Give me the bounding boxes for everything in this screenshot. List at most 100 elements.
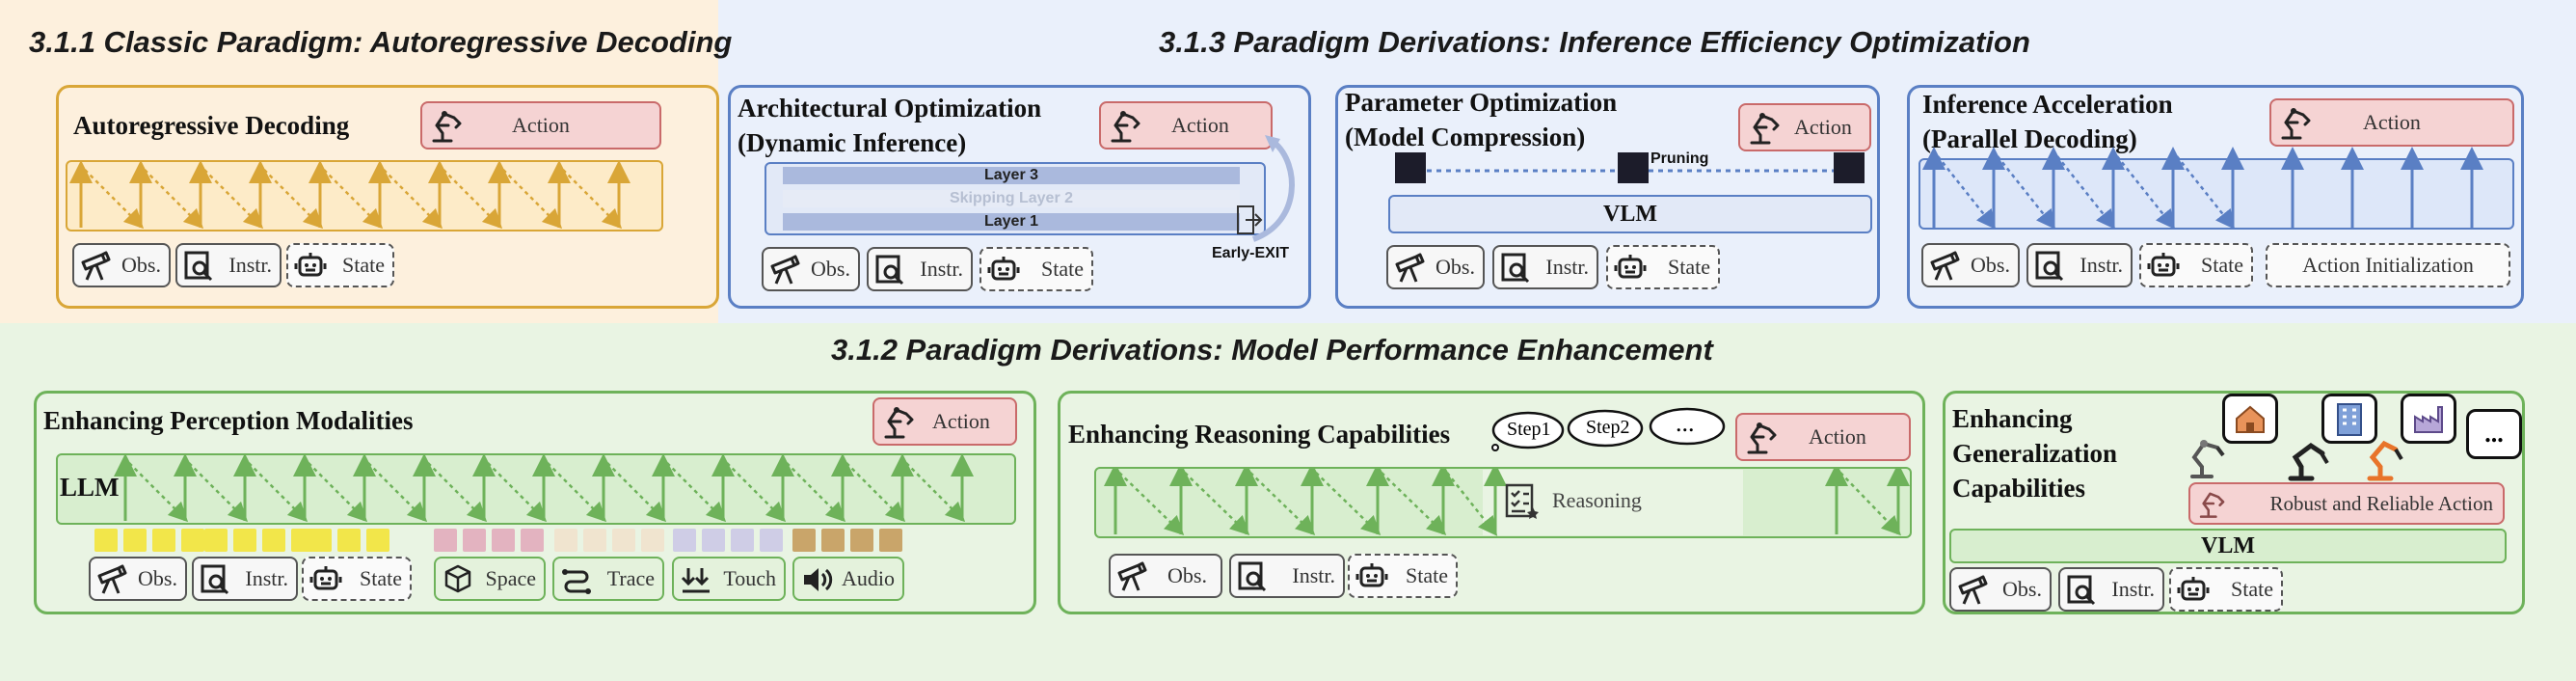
modality-token (181, 529, 204, 552)
action-box-inference: Action (2269, 98, 2514, 147)
robot-arm-icon (2190, 440, 2225, 478)
touch-icon (681, 568, 710, 593)
modality-token (309, 529, 332, 552)
feedback-arrow (845, 462, 906, 523)
document-search-icon (1238, 561, 1267, 592)
speech-bubble (2321, 394, 2377, 444)
panel-title-reasoning: Enhancing Reasoning Capabilities (1068, 420, 1451, 449)
modality-token (731, 529, 754, 552)
panel-title-generalization-2: Generalization (1952, 439, 2117, 468)
feedback-arrow (606, 462, 667, 523)
audio-chip: Audio (792, 557, 904, 601)
action-box-parameter: Action (1738, 103, 1871, 151)
document-search-icon (184, 251, 213, 282)
robot-face-icon (987, 257, 1020, 281)
audio-icon (804, 568, 833, 591)
panel-autoregressive (56, 85, 719, 309)
telescope-icon (1958, 575, 1988, 605)
reasoning-arrows (1104, 467, 1910, 536)
robot-face-icon (2147, 253, 2180, 277)
document-search-icon (875, 255, 904, 286)
llm-label: LLM (60, 473, 120, 502)
feedback-arrow (1997, 155, 2056, 230)
feedback-arrow (323, 169, 384, 230)
layer-3: Layer 3 (783, 167, 1240, 184)
panel-title-parameter-1: Parameter Optimization (1345, 88, 1618, 117)
feedback-arrow (203, 169, 264, 230)
panel-inference (1907, 85, 2524, 309)
telescope-icon (1117, 561, 1147, 591)
feedback-arrow (367, 462, 428, 523)
action-label: Action (2363, 110, 2421, 134)
trace-chip: Trace (552, 557, 664, 601)
panel-title-perception: Enhancing Perception Modalities (43, 406, 414, 435)
instr-chip: Instr. (1229, 554, 1345, 598)
document-search-icon (1501, 253, 1530, 284)
obs-label: Obs. (2002, 577, 2042, 601)
telescope-icon (81, 251, 111, 281)
modality-token (641, 529, 664, 552)
robot-arm-icon (2281, 108, 2311, 140)
feedback-arrow (726, 462, 787, 523)
obs-chip: Obs. (89, 557, 187, 601)
feedback-arrow (1184, 472, 1250, 535)
modality-token (434, 529, 457, 552)
trace-icon (562, 569, 591, 594)
action-label: Action (1171, 113, 1229, 137)
modality-token (792, 529, 816, 552)
modality-token (702, 529, 725, 552)
instr-chip: Instr. (192, 557, 298, 601)
state-label: State (360, 566, 402, 590)
instr-chip: Instr. (2026, 243, 2133, 287)
obs-label: Obs. (811, 257, 850, 281)
feedback-arrow (666, 462, 727, 523)
instr-chip: Instr. (867, 247, 973, 291)
bubble-dots: ... (2484, 420, 2504, 448)
obs-label: Obs. (1167, 563, 1207, 587)
reasoning-label: Reasoning (1552, 488, 1642, 512)
modality-token (337, 529, 361, 552)
modality-token (366, 529, 389, 552)
instr-label: Instr. (1545, 255, 1589, 279)
panel-generalization (1943, 391, 2525, 614)
state-chip: State (302, 557, 412, 601)
obs-chip: Obs. (72, 243, 171, 287)
modality-token (850, 529, 873, 552)
perception-arrows (114, 453, 974, 523)
parallel-decoding-arrows (1922, 147, 2483, 230)
obs-label: Obs. (1971, 253, 2010, 277)
instr-label: Instr. (2111, 577, 2155, 601)
modality-token (123, 529, 147, 552)
feedback-arrow (1315, 472, 1382, 535)
action-label: Action (932, 409, 990, 433)
speech-bubble (2222, 394, 2278, 444)
feedback-arrow (547, 462, 607, 523)
early-exit-icon (1237, 135, 1295, 242)
instr-label: Instr. (1292, 563, 1335, 587)
obs-chip: Obs. (1109, 554, 1222, 598)
robust-action-box: Robust and Reliable Action (2188, 482, 2505, 525)
panel-architectural (728, 85, 1311, 309)
instr-label: Instr. (245, 566, 288, 590)
document-search-icon (201, 564, 229, 595)
feedback-arrow (308, 462, 368, 523)
panel-title-generalization-1: Enhancing (1952, 404, 2073, 433)
feedback-arrow (502, 169, 563, 230)
action-label: Action (1809, 424, 1866, 449)
state-chip: State (1348, 554, 1458, 598)
state-chip: State (286, 243, 394, 287)
action-initialization-chip: Action Initialization (2266, 243, 2510, 287)
robot-face-icon (309, 566, 342, 590)
robot-arm-icon (2367, 440, 2403, 481)
state-chip: State (2169, 567, 2283, 612)
instr-label: Instr. (228, 253, 272, 277)
autoregressive-arrows (69, 160, 631, 230)
modality-token (262, 529, 285, 552)
document-search-icon (2035, 251, 2064, 282)
modality-token (583, 529, 606, 552)
feedback-arrow (427, 462, 488, 523)
feedback-arrow (2116, 155, 2176, 230)
robot-arm-icon (884, 407, 914, 439)
state-label: State (2231, 577, 2273, 601)
modality-token (879, 529, 902, 552)
